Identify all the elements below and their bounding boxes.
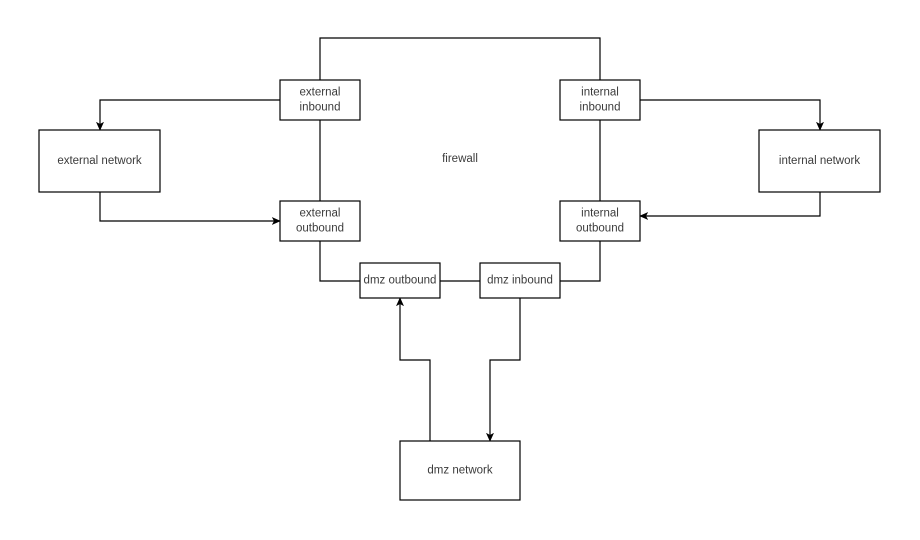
- node-label-dmz-network: dmz network: [427, 465, 492, 477]
- edge-dmz-inbound-to-internal-outbound: [560, 241, 601, 282]
- node-box-external-network[interactable]: [38, 129, 161, 193]
- node-label-external-outbound-line2: outbound: [296, 223, 344, 235]
- node-internal-network[interactable]: internal network: [758, 129, 881, 193]
- edge-external-inbound-to-internal-inbound: [319, 37, 601, 80]
- edges-layer: [96, 37, 824, 442]
- edge-external-inbound-to-external-network: [96, 99, 280, 131]
- node-label-internal-outbound-line2: outbound: [576, 223, 624, 235]
- node-label-external-network: external network: [57, 155, 142, 167]
- node-box-external-outbound[interactable]: [279, 200, 361, 242]
- nodes-layer: external inbound internal inbound external n…: [38, 79, 881, 501]
- zone-labels-layer: firewall: [442, 153, 478, 165]
- edge-external-network-to-external-outbound: [99, 192, 281, 225]
- node-box-dmz-network[interactable]: [399, 440, 521, 501]
- zone-label-firewall: firewall: [442, 153, 478, 165]
- node-external-outbound[interactable]: external outbound: [279, 200, 361, 242]
- edge-internal-inbound-to-internal-network: [640, 99, 824, 131]
- node-box-internal-inbound[interactable]: [559, 79, 641, 121]
- edge-dmz-network-to-dmz-outbound: [396, 297, 431, 441]
- node-label-internal-inbound-line2: inbound: [580, 102, 621, 114]
- node-label-external-inbound-line2: inbound: [300, 102, 341, 114]
- node-label-internal-outbound: internal: [581, 208, 619, 220]
- node-box-dmz-outbound[interactable]: [359, 262, 441, 299]
- edge-internal-network-to-internal-outbound: [639, 192, 821, 220]
- node-dmz-inbound[interactable]: dmz inbound: [479, 262, 561, 299]
- node-dmz-outbound[interactable]: dmz outbound: [359, 262, 441, 299]
- edge-dmz-inbound-to-dmz-network: [486, 298, 521, 442]
- node-external-inbound[interactable]: external inbound: [279, 79, 361, 121]
- node-label-external-outbound: external: [300, 208, 341, 220]
- node-dmz-network[interactable]: dmz network: [399, 440, 521, 501]
- node-label-dmz-outbound: dmz outbound: [364, 275, 437, 287]
- node-external-network[interactable]: external network: [38, 129, 161, 193]
- edge-external-outbound-to-dmz-outbound: [319, 241, 360, 282]
- node-internal-outbound[interactable]: internal outbound: [559, 200, 641, 242]
- node-label-external-inbound: external: [300, 87, 341, 99]
- node-label-internal-inbound: internal: [581, 87, 619, 99]
- node-internal-inbound[interactable]: internal inbound: [559, 79, 641, 121]
- node-box-internal-network[interactable]: [758, 129, 881, 193]
- node-box-external-inbound[interactable]: [279, 79, 361, 121]
- node-label-internal-network: internal network: [779, 155, 860, 167]
- node-box-dmz-inbound[interactable]: [479, 262, 561, 299]
- node-label-dmz-inbound: dmz inbound: [487, 275, 553, 287]
- node-box-internal-outbound[interactable]: [559, 200, 641, 242]
